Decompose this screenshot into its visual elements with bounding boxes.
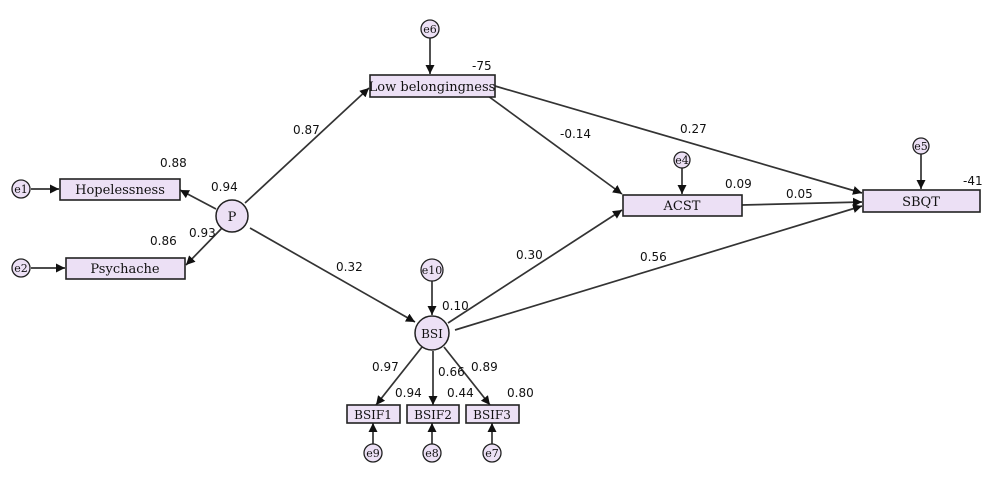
error-e1: e1 [11,179,31,199]
coef-bsi-to-acst: 0.30 [516,248,543,262]
error-e8: e8 [422,443,442,463]
node-p: P [215,199,249,233]
error-e9: e9 [363,443,383,463]
node-bsi: BSI [414,315,450,351]
edge-low-belongingness-to-sbqt [494,85,863,195]
edge-p-to-hopelessness [179,189,217,210]
node-low-belongingness: Low belongingness [369,74,496,98]
node-sbqt-label: SBQT [902,195,940,210]
coef-low-belongingness-to-sbqt: 0.27 [680,122,707,136]
error-e7-label: e7 [485,447,499,460]
node-bsif3-label: BSIF3 [473,408,511,422]
node-hopelessness-label: Hopelessness [75,183,165,198]
coef-bsif2-r2: 0.44 [447,386,474,400]
coef-low-belongingness-r2: -75 [472,59,492,73]
edge-bsi-to-sbqt [454,204,863,331]
error-e10: e10 [420,258,444,282]
node-bsif2: BSIF2 [406,404,460,424]
edge-bsi-to-bsif1 [375,346,423,406]
coef-p-to-low-belongingness: 0.87 [293,123,320,137]
coef-acst-to-sbqt: 0.05 [786,187,813,201]
coef-bsi-to-sbqt: 0.56 [640,250,667,264]
error-e5-label: e5 [914,140,928,153]
edge-bsi-to-bsif3 [443,346,491,406]
node-acst: ACST [622,194,743,217]
edges [31,38,926,444]
edge-p-to-low-belongingness [244,87,370,204]
edge-p-to-psychache [185,227,223,266]
edge-bsi-to-acst [447,209,623,324]
edge-p-to-bsi [249,227,416,323]
node-acst-label: ACST [663,199,701,214]
coef-bsif3-r2: 0.80 [507,386,534,400]
coef-bsif1-r2: 0.94 [395,386,422,400]
coef-psychache-r2: 0.86 [150,234,177,248]
node-sbqt: SBQT [862,189,981,213]
node-bsif1: BSIF1 [346,404,401,424]
coef-hopelessness-r2: 0.88 [160,156,187,170]
coef-acst-r2: 0.09 [725,177,752,191]
coef-sbqt-r2: -41 [963,174,983,188]
coef-p-to-hopelessness: 0.94 [211,180,238,194]
error-e5: e5 [912,137,930,155]
error-e8-label: e8 [425,447,439,460]
error-e4: e4 [673,151,691,169]
node-hopelessness: Hopelessness [59,178,181,201]
error-e1-label: e1 [14,183,28,196]
node-bsif2-label: BSIF2 [414,408,452,422]
coef-low-belongingness-to-acst: -0.14 [560,127,591,141]
error-e6: e6 [420,19,440,39]
node-bsif3: BSIF3 [465,404,520,424]
error-e7: e7 [482,443,502,463]
coef-bsi-to-bsif3: 0.89 [471,360,498,374]
edge-acst-to-sbqt [741,197,863,207]
node-psychache: Psychache [65,257,186,280]
error-e2-label: e2 [14,262,28,275]
coef-bsi-to-bsif2: 0.66 [438,365,465,379]
node-p-label: P [228,210,237,225]
node-bsi-label: BSI [421,327,443,341]
error-e4-label: e4 [675,154,689,167]
coefficients: 0.87 -75 -0.14 0.27 0.88 0.94 0.86 0.93 … [150,59,983,400]
node-psychache-label: Psychache [90,262,159,277]
edge-low-belongingness-to-acst [487,95,623,195]
node-bsif1-label: BSIF1 [354,408,392,422]
coef-bsi-r2: 0.10 [442,299,469,313]
coef-p-to-bsi: 0.32 [336,260,363,274]
error-e9-label: e9 [366,447,380,460]
coef-p-to-psychache: 0.93 [189,226,216,240]
error-e2: e2 [11,258,31,278]
error-e6-label: e6 [423,23,437,36]
node-low-belongingness-label: Low belongingness [369,80,496,95]
error-e10-label: e10 [422,264,443,277]
coef-bsi-to-bsif1: 0.97 [372,360,399,374]
